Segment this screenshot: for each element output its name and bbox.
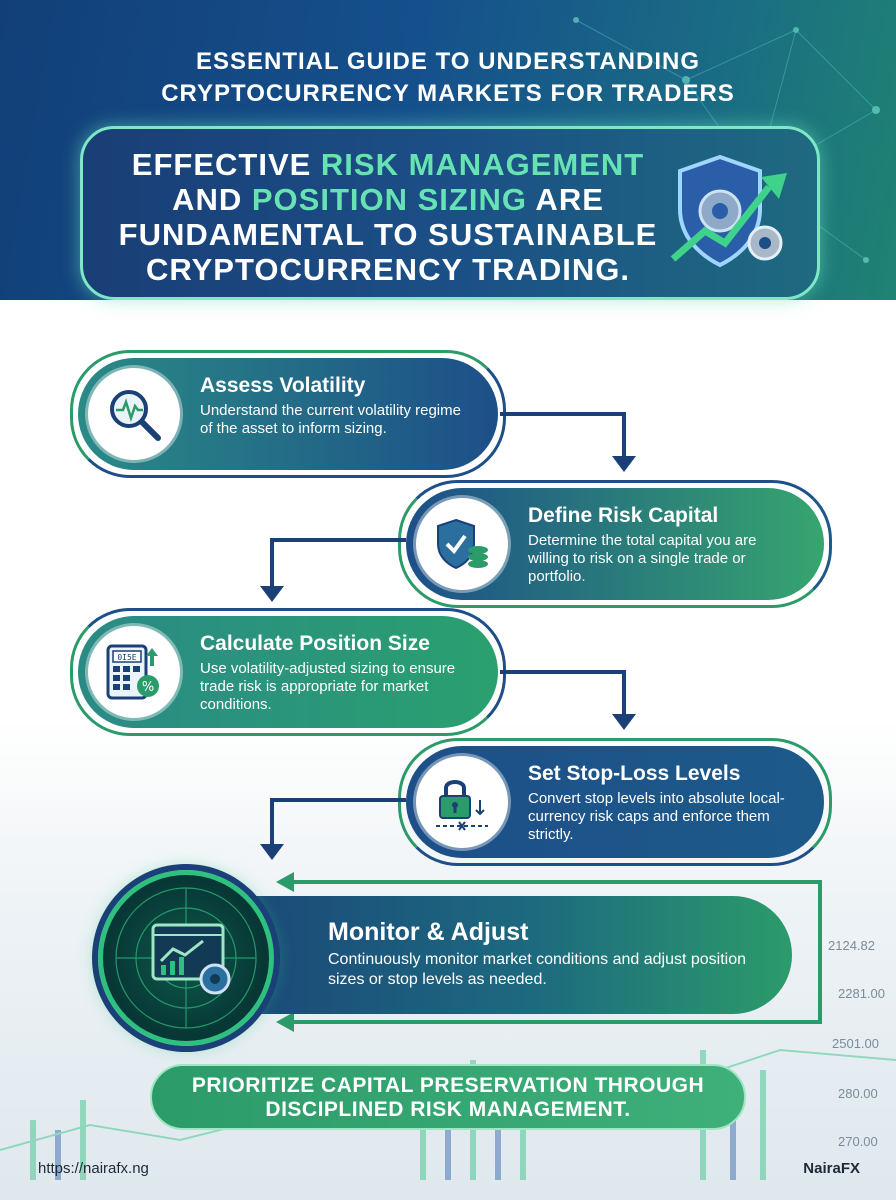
step-title: Set Stop-Loss Levels [528,762,741,785]
step-icon-disc [416,498,508,590]
step-title: Assess Volatility [200,374,366,397]
hero-text-4: FUNDAMENTAL TO SUSTAINABLE [118,217,658,252]
ticker-value-4: 280.00 [838,1086,878,1101]
step-description: Understand the current volatility regime… [200,402,461,437]
ticker-value-3: 2501.00 [832,1036,879,1051]
ticker-value-1: 2124.82 [828,938,875,953]
hero-banner: EFFECTIVE RISK MANAGEMENT AND POSITION S… [80,126,820,300]
hero-text-2: AND [172,182,252,217]
step-icon-disc [88,368,180,460]
magnifier-pulse-icon [110,390,161,441]
ticker-value-5: 270.00 [838,1134,878,1149]
network-decoration [573,17,880,263]
step-title: Define Risk Capital [528,504,719,527]
calculator-icon: 0I5E % [106,644,159,700]
footer-line-2: DISCIPLINED RISK MANAGEMENT. [265,1098,631,1121]
hero-highlight-position: POSITION SIZING [251,182,527,217]
step-title: Monitor & Adjust [328,918,529,946]
title-line-1: ESSENTIAL GUIDE TO UNDERSTANDING [195,48,701,75]
step-define-risk-capital: Define Risk Capital Determine the total … [406,488,824,600]
step-assess-volatility: Assess Volatility Understand the current… [78,358,498,470]
title-line-2: CRYPTOCURRENCY MARKETS FOR TRADERS [161,80,735,107]
calculator-display: 0I5E [117,653,136,662]
step-title: Calculate Position Size [200,632,430,655]
shield-coins-icon [437,518,488,570]
dashboard-gear-icon [115,887,257,1029]
step-calculate-position-size: 0I5E % Calculate Position Size Use volat… [78,616,498,728]
brand-logo-text: NairaFX [803,1160,860,1177]
svg-text:%: % [142,680,154,695]
website-link[interactable]: https://nairafx.ng [38,1160,149,1177]
radar-monitor-icon [98,870,274,1046]
footer-message: PRIORITIZE CAPITAL PRESERVATION THROUGH … [150,1064,746,1130]
page-title: ESSENTIAL GUIDE TO UNDERSTANDING CRYPTOC… [0,46,896,110]
shield-growth-icon [670,154,787,268]
step-description: Determine the total capital you are will… [528,532,757,585]
footer-line-1: PRIORITIZE CAPITAL PRESERVATION THROUGH [191,1074,705,1097]
step-description: Use volatility-adjusted sizing to ensure… [200,660,456,713]
step-description: Continuously monitor market conditions a… [328,951,747,988]
step-icon-disc: 0I5E % [88,626,180,718]
ticker-value-2: 2281.00 [838,986,885,1001]
hero-text-5: CRYPTOCURRENCY TRADING. [145,252,631,287]
step-set-stop-loss: Set Stop-Loss Levels Convert stop levels… [406,746,824,858]
step-description: Convert stop levels into absolute local-… [528,790,785,843]
step-icon-disc [416,756,508,848]
hero-text-3: ARE [526,182,604,217]
hero-statement: EFFECTIVE RISK MANAGEMENT AND POSITION S… [103,147,673,287]
hero-highlight-risk: RISK MANAGEMENT [320,147,645,182]
hero-text-1: EFFECTIVE [131,147,321,182]
padlock-stop-icon [436,780,488,831]
